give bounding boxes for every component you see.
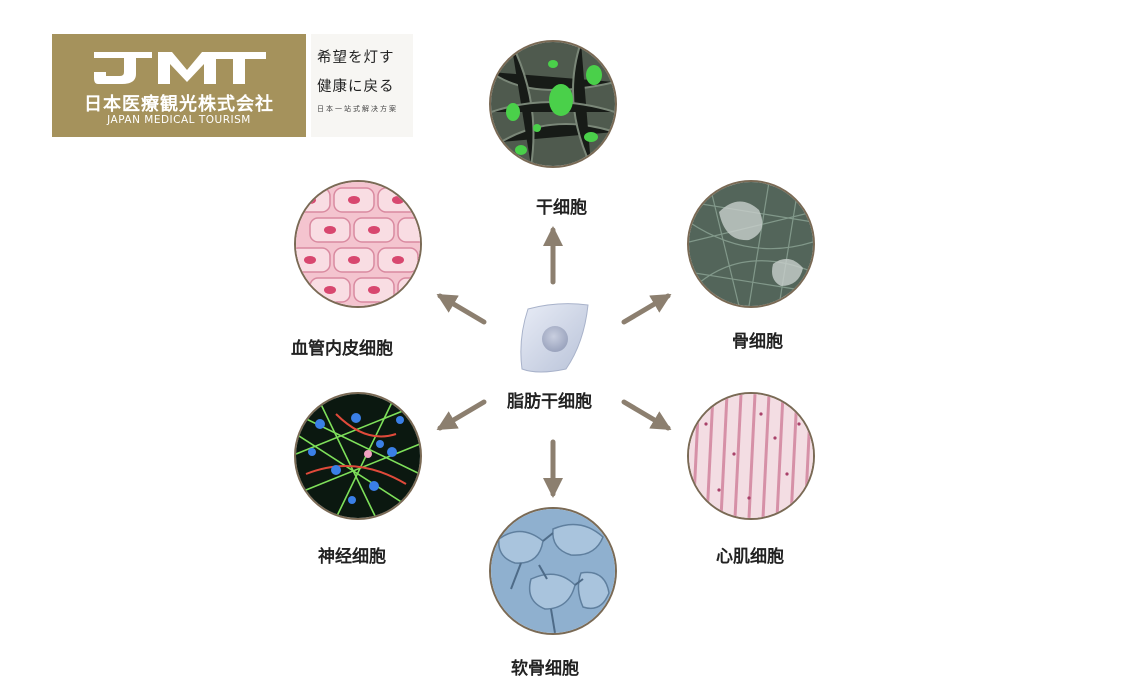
- arrow-to-nerve: [436, 399, 487, 431]
- stem-cell-label: 干细胞: [536, 198, 587, 218]
- slogan-line-1: 希望を灯す: [317, 50, 395, 66]
- slogan-line-3: 日本一站式解决方案: [317, 105, 398, 113]
- cardiac-cell-image: [687, 392, 815, 520]
- arrow-to-bone: [621, 293, 672, 325]
- company-logo: 日本医療観光株式会社 JAPAN MEDICAL TOURISM: [52, 34, 306, 137]
- nerve-cell-image: [294, 392, 422, 520]
- adipose-stem-cell-icon: [520, 303, 589, 373]
- stem-cell-image: [489, 40, 617, 168]
- bone-cell-label: 骨细胞: [732, 332, 783, 352]
- endothelial-cell-label: 血管内皮细胞: [291, 339, 393, 359]
- company-name-english: JAPAN MEDICAL TOURISM: [107, 114, 251, 126]
- bone-cell-image: [687, 180, 815, 308]
- nerve-cell-label: 神经细胞: [318, 547, 386, 567]
- company-name: 日本医療観光株式会社: [84, 94, 274, 115]
- slogan-box: 希望を灯す 健康に戻る 日本一站式解决方案: [311, 34, 413, 137]
- jmt-logo-mark: [94, 52, 266, 84]
- cartilage-cell-image: [489, 507, 617, 635]
- arrow-to-cardiac: [621, 399, 672, 431]
- slogan-line-2: 健康に戻る: [317, 79, 395, 95]
- endothelial-cell-image: [294, 180, 422, 308]
- center-label: 脂肪干细胞: [507, 392, 592, 412]
- cardiac-cell-label: 心肌细胞: [716, 547, 784, 567]
- cartilage-cell-label: 软骨细胞: [511, 659, 579, 679]
- arrow-to-endothelial: [436, 293, 487, 325]
